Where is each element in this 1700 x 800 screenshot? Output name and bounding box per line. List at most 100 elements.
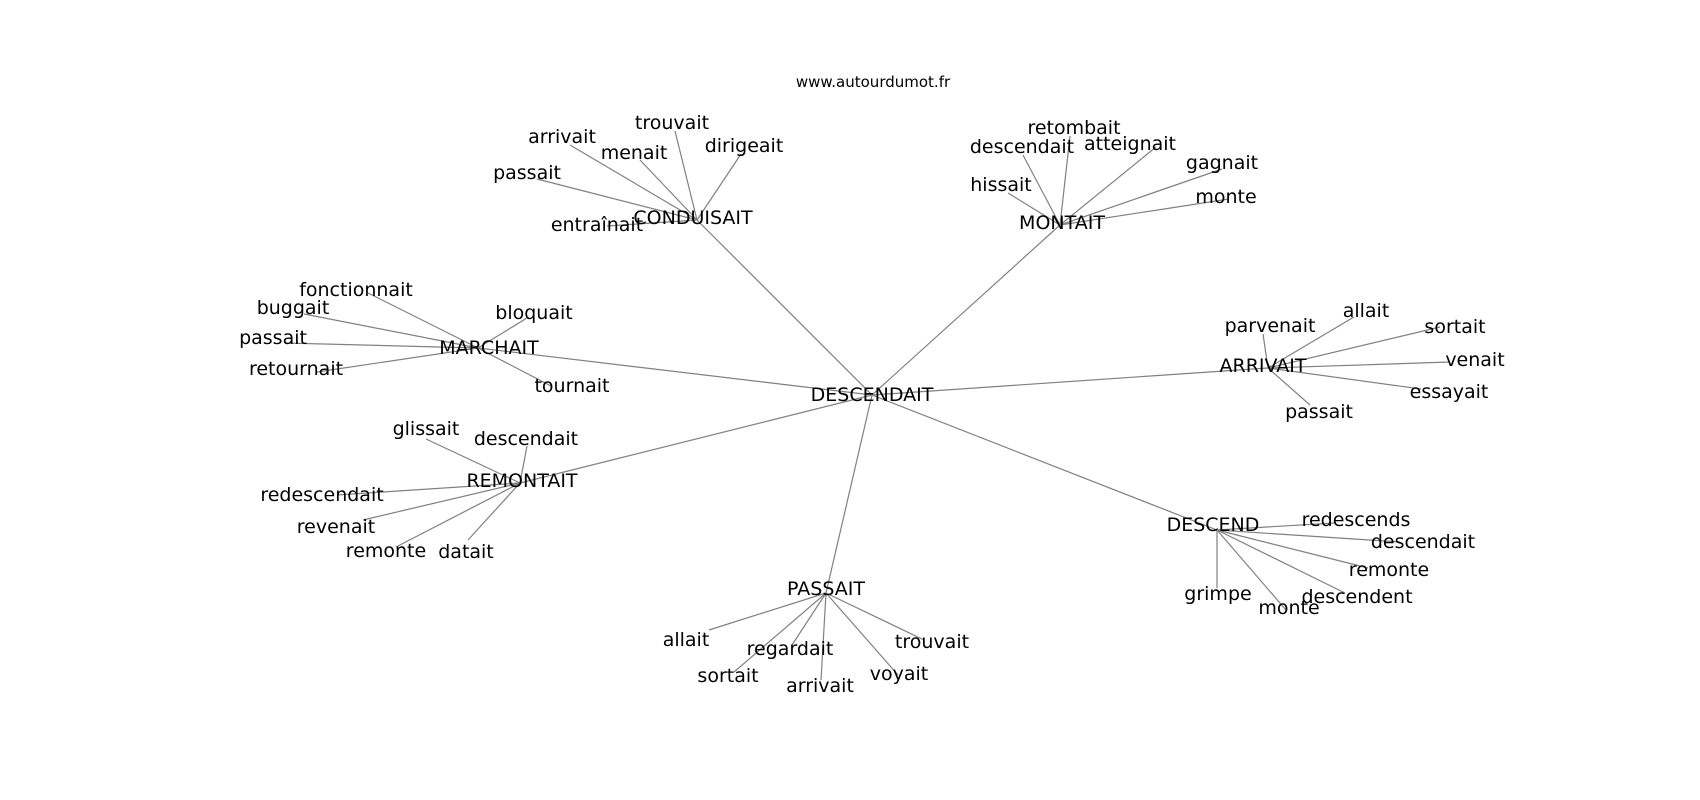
word-node-remontait: redescendait (260, 484, 383, 506)
word-node-montait: monte (1195, 186, 1256, 208)
word-node-remontait: glissait (393, 418, 460, 440)
edge-arrivait-2 (1267, 326, 1441, 369)
edge-arrivait-0 (1262, 333, 1269, 369)
edge-center-montait (871, 224, 1061, 396)
word-node-marchait: retournait (249, 358, 343, 380)
word-node-marchait: bloquait (495, 302, 572, 324)
edge-marchait-5 (477, 347, 552, 387)
hub-node-conduisait: CONDUISAIT (633, 207, 753, 229)
word-node-montait: retombait (1027, 117, 1120, 139)
source-label: www.autourdumot.fr (796, 73, 951, 91)
word-node-arrivait: parvenait (1225, 315, 1316, 337)
edge-remontait-1 (519, 445, 528, 484)
word-node-conduisait: trouvait (635, 112, 709, 134)
word-node-conduisait: menait (601, 142, 668, 164)
word-node-passait: voyait (870, 663, 928, 685)
edge-remontait-0 (425, 438, 521, 484)
word-node-remontait: remonte (346, 540, 426, 562)
word-node-conduisait: dirigeait (705, 135, 784, 157)
edge-arrivait-3 (1267, 361, 1451, 369)
word-node-descend: redescends (1302, 509, 1411, 531)
hub-node-passait: PASSAIT (787, 578, 865, 600)
word-node-descend: grimpe (1184, 583, 1251, 605)
hub-node-marchait: MARCHAIT (439, 337, 539, 359)
word-node-marchait: passait (239, 327, 307, 349)
edge-montait-0 (1059, 135, 1071, 226)
edge-descend-0 (1216, 522, 1335, 531)
edge-passait-2 (825, 592, 925, 641)
edge-descend-2 (1216, 529, 1369, 569)
word-node-conduisait: passait (493, 162, 561, 184)
edge-passait-3 (733, 592, 827, 673)
edge-montait-1 (1022, 154, 1061, 226)
edge-marchait-0 (367, 292, 479, 349)
edge-center-remontait (519, 394, 873, 484)
edge-descend-5 (1216, 529, 1287, 611)
word-node-arrivait: essayait (1410, 381, 1489, 403)
edge-arrivait-5 (1267, 367, 1311, 406)
edge-montait-3 (1059, 168, 1223, 226)
word-node-arrivait: venait (1445, 349, 1504, 371)
word-node-arrivait: allait (1343, 300, 1390, 322)
word-node-conduisait: arrivait (528, 126, 596, 148)
hub-node-remontait: REMONTAIT (466, 470, 577, 492)
word-node-marchait: fonctionnait (299, 279, 413, 301)
word-node-marchait: buggait (257, 297, 330, 319)
word-node-montait: descendait (970, 136, 1074, 158)
word-node-conduisait: entraînait (551, 214, 643, 236)
word-node-remontait: revenait (297, 516, 375, 538)
edge-marchait-3 (284, 342, 479, 349)
edge-center-descend (871, 394, 1218, 531)
word-node-remontait: datait (438, 541, 494, 563)
edge-center-passait (825, 394, 873, 594)
edge-arrivait-4 (1267, 367, 1422, 390)
word-node-remontait: descendait (474, 428, 578, 450)
edge-conduisait-1 (639, 159, 698, 221)
hub-node-descend: DESCEND (1167, 514, 1260, 536)
word-node-descend: monte (1258, 597, 1319, 619)
center-node: DESCENDAIT (811, 384, 934, 406)
word-node-passait: allait (663, 629, 710, 651)
word-node-descend: descendait (1371, 531, 1475, 553)
word-node-montait: atteignait (1084, 133, 1176, 155)
edge-marchait-1 (303, 313, 479, 349)
edge-descend-1 (1216, 529, 1401, 543)
edge-passait-0 (708, 592, 827, 631)
word-node-passait: sortait (697, 665, 758, 687)
word-node-arrivait: passait (1285, 401, 1353, 423)
edge-conduisait-3 (696, 153, 742, 221)
edge-conduisait-4 (536, 178, 698, 221)
hub-node-arrivait: ARRIVAIT (1220, 355, 1307, 377)
word-node-passait: regardait (747, 638, 834, 660)
edges-layer (284, 130, 1451, 681)
edge-center-conduisait (696, 219, 873, 396)
edge-conduisait-5 (606, 219, 698, 227)
word-node-arrivait: sortait (1424, 316, 1485, 338)
edge-remontait-2 (336, 482, 521, 496)
labels-layer: www.autourdumot.fr CONDUISAITarrivaitmen… (239, 73, 1505, 697)
edge-montait-5 (1059, 198, 1230, 226)
word-node-passait: trouvait (895, 631, 969, 653)
edge-montait-2 (1059, 146, 1157, 226)
edge-marchait-2 (477, 317, 528, 349)
word-node-marchait: tournait (534, 375, 609, 397)
edge-remontait-5 (467, 482, 521, 541)
edge-passait-4 (820, 592, 827, 681)
edge-center-marchait (477, 347, 873, 396)
edge-montait-4 (1007, 192, 1061, 226)
word-node-passait: arrivait (786, 675, 854, 697)
edge-conduisait-0 (569, 144, 698, 221)
edge-arrivait-1 (1267, 316, 1355, 369)
word-node-descend: descendent (1301, 586, 1412, 608)
edge-remontait-4 (395, 482, 521, 548)
word-node-descend: remonte (1349, 559, 1429, 581)
word-node-montait: gagnait (1186, 152, 1258, 174)
edge-center-arrivait (871, 367, 1269, 396)
hub-node-montait: MONTAIT (1019, 212, 1105, 234)
edge-marchait-4 (316, 347, 479, 373)
edge-descend-3 (1216, 529, 1346, 594)
edge-passait-5 (825, 592, 899, 676)
edge-remontait-3 (362, 482, 521, 521)
